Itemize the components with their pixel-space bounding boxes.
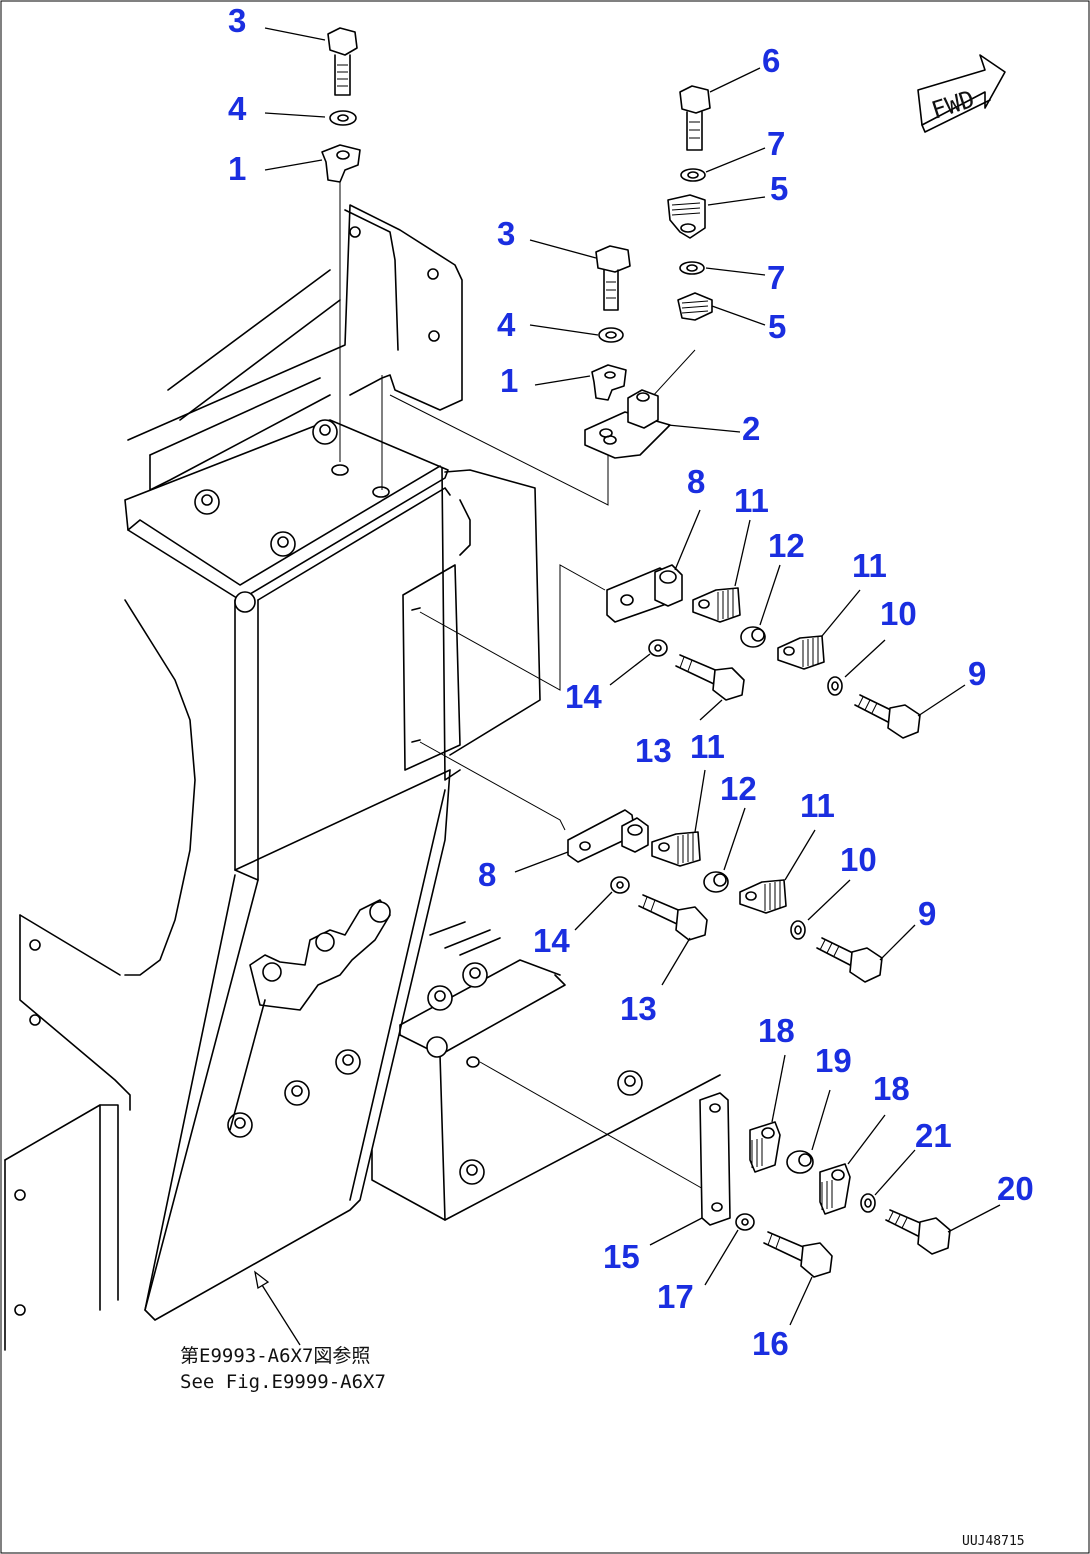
upper-parts xyxy=(321,27,713,459)
fwd-label: FWD xyxy=(928,85,978,125)
callout-4: 4 xyxy=(497,306,516,343)
callout-4: 4 xyxy=(228,90,247,127)
leader-lines xyxy=(254,27,1001,1346)
reference-note-jp: 第E9993-A6X7図参照 xyxy=(180,1345,370,1367)
callout-3: 3 xyxy=(497,215,515,252)
callout-15: 15 xyxy=(603,1238,640,1275)
callout-18: 18 xyxy=(873,1070,910,1107)
callout-6: 6 xyxy=(762,42,780,79)
reference-note-en: See Fig.E9999-A6X7 xyxy=(180,1371,386,1393)
callout-12: 12 xyxy=(768,527,805,564)
frame-structure xyxy=(4,180,721,1351)
callout-11: 11 xyxy=(800,787,835,824)
middle-parts-upper xyxy=(606,564,921,739)
callout-labels: 3 4 1 6 7 5 3 7 4 5 1 2 8 11 12 11 10 9 … xyxy=(228,2,1034,1362)
callout-7: 7 xyxy=(767,125,785,162)
callout-11: 11 xyxy=(734,482,769,519)
fwd-arrow-icon: FWD xyxy=(917,54,1006,133)
callout-1: 1 xyxy=(228,150,246,187)
drawing-code: UUJ48715 xyxy=(962,1534,1025,1549)
callout-8: 8 xyxy=(478,856,496,893)
callout-17: 17 xyxy=(657,1278,694,1315)
callout-14: 14 xyxy=(533,922,570,959)
callout-5: 5 xyxy=(770,170,788,207)
callout-12: 12 xyxy=(720,770,757,807)
middle-parts-lower xyxy=(567,809,883,983)
callout-13: 13 xyxy=(620,990,657,1027)
callout-3: 3 xyxy=(228,2,246,39)
callout-11: 11 xyxy=(690,728,725,765)
callout-2: 2 xyxy=(742,410,760,447)
callout-8: 8 xyxy=(687,463,705,500)
callout-21: 21 xyxy=(915,1117,952,1154)
callout-14: 14 xyxy=(565,678,602,715)
callout-11: 11 xyxy=(852,547,887,584)
callout-19: 19 xyxy=(815,1042,852,1079)
callout-1: 1 xyxy=(500,362,518,399)
callout-13: 13 xyxy=(635,732,672,769)
lower-parts xyxy=(699,1092,951,1278)
callout-10: 10 xyxy=(880,595,917,632)
callout-5: 5 xyxy=(768,308,786,345)
callout-9: 9 xyxy=(918,895,936,932)
callout-20: 20 xyxy=(997,1170,1034,1207)
callout-10: 10 xyxy=(840,841,877,878)
callout-18: 18 xyxy=(758,1012,795,1049)
callout-7: 7 xyxy=(767,259,785,296)
callout-9: 9 xyxy=(968,655,986,692)
callout-16: 16 xyxy=(752,1325,789,1362)
